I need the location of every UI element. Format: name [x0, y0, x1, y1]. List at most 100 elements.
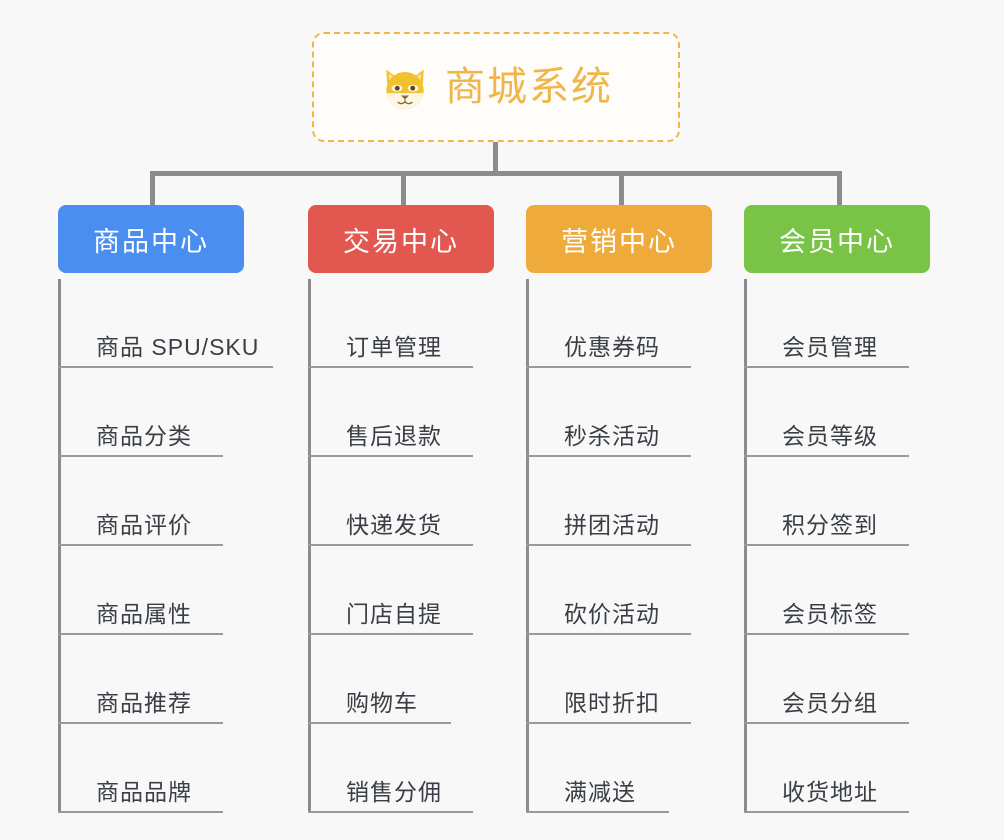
leaf-item[interactable]: 商品 SPU/SKU: [58, 279, 273, 368]
branch-column-2: 交易中心 订单管理 售后退款 快递发货 门店自提 购物车: [308, 205, 494, 813]
leaf-label: 会员管理: [782, 334, 878, 360]
leaf-label: 商品分类: [96, 423, 192, 449]
leaf-label: 限时折扣: [564, 690, 660, 716]
leaf-rule: [526, 455, 691, 457]
connector-drop-4: [837, 171, 842, 205]
branch-column-3: 营销中心 优惠券码 秒杀活动 拼团活动 砍价活动 限时折扣: [526, 205, 712, 813]
leaf-item[interactable]: 会员分组: [744, 635, 930, 724]
leaf-rule: [526, 366, 691, 368]
branch-items-2: 订单管理 售后退款 快递发货 门店自提 购物车 销售分佣: [308, 279, 494, 813]
branch-items-4: 会员管理 会员等级 积分签到 会员标签 会员分组 收货地址: [744, 279, 930, 813]
leaf-rule: [744, 633, 909, 635]
leaf-label: 商品属性: [96, 601, 192, 627]
leaf-label: 订单管理: [346, 334, 442, 360]
leaf-label: 售后退款: [346, 423, 442, 449]
leaf-item[interactable]: 积分签到: [744, 457, 930, 546]
leaf-rule: [58, 722, 223, 724]
leaf-item[interactable]: 商品推荐: [58, 635, 244, 724]
leaf-rule: [58, 544, 223, 546]
branch-header-2[interactable]: 交易中心: [308, 205, 494, 273]
leaf-label: 快递发货: [346, 512, 442, 538]
branch-header-4-label: 会员中心: [779, 226, 895, 257]
leaf-item[interactable]: 销售分佣: [308, 724, 494, 813]
leaf-rule: [58, 811, 223, 813]
branch-header-1-label: 商品中心: [93, 226, 209, 257]
leaf-item[interactable]: 订单管理: [308, 279, 494, 368]
leaf-rule: [58, 455, 223, 457]
leaf-rule: [308, 722, 451, 724]
root-title: 商城系统: [445, 65, 613, 109]
leaf-label: 拼团活动: [564, 512, 660, 538]
leaf-item[interactable]: 会员管理: [744, 279, 930, 368]
leaf-rule: [308, 544, 473, 546]
leaf-label: 优惠券码: [564, 334, 660, 360]
leaf-label: 商品 SPU/SKU: [96, 334, 260, 360]
branch-trunk-3: [526, 279, 529, 813]
leaf-rule: [308, 366, 473, 368]
leaf-item[interactable]: 售后退款: [308, 368, 494, 457]
leaf-item[interactable]: 满减送: [526, 724, 712, 813]
leaf-item[interactable]: 会员标签: [744, 546, 930, 635]
leaf-rule: [744, 811, 909, 813]
leaf-label: 销售分佣: [346, 779, 442, 805]
leaf-item[interactable]: 限时折扣: [526, 635, 712, 724]
branch-header-4[interactable]: 会员中心: [744, 205, 930, 273]
root-node[interactable]: 商城系统: [312, 32, 680, 142]
leaf-label: 砍价活动: [564, 601, 660, 627]
leaf-rule: [526, 544, 691, 546]
leaf-rule: [308, 811, 473, 813]
leaf-label: 购物车: [346, 690, 418, 716]
leaf-rule: [744, 722, 909, 724]
leaf-rule: [308, 455, 473, 457]
branch-column-1: 商品中心 商品 SPU/SKU 商品分类 商品评价 商品属性 商品推荐: [58, 205, 273, 813]
leaf-rule: [308, 633, 473, 635]
branch-header-2-label: 交易中心: [343, 226, 459, 257]
leaf-label: 会员分组: [782, 690, 878, 716]
leaf-item[interactable]: 会员等级: [744, 368, 930, 457]
leaf-label: 会员等级: [782, 423, 878, 449]
leaf-item[interactable]: 商品品牌: [58, 724, 244, 813]
leaf-item[interactable]: 商品分类: [58, 368, 244, 457]
branch-trunk-4: [744, 279, 747, 813]
leaf-item[interactable]: 优惠券码: [526, 279, 712, 368]
branch-header-3[interactable]: 营销中心: [526, 205, 712, 273]
leaf-label: 会员标签: [782, 601, 878, 627]
leaf-label: 门店自提: [346, 601, 442, 627]
leaf-rule: [526, 811, 669, 813]
leaf-rule: [744, 455, 909, 457]
branch-column-4: 会员中心 会员管理 会员等级 积分签到 会员标签 会员分组: [744, 205, 930, 813]
connector-horizontal-bus: [150, 171, 842, 176]
branch-trunk-2: [308, 279, 311, 813]
leaf-label: 满减送: [564, 779, 636, 805]
leaf-item[interactable]: 收货地址: [744, 724, 930, 813]
leaf-item[interactable]: 快递发货: [308, 457, 494, 546]
branch-items-3: 优惠券码 秒杀活动 拼团活动 砍价活动 限时折扣 满减送: [526, 279, 712, 813]
shiba-dog-icon: [379, 63, 431, 115]
branch-header-1[interactable]: 商品中心: [58, 205, 244, 273]
connector-root-stem: [493, 142, 498, 174]
leaf-item[interactable]: 商品属性: [58, 546, 244, 635]
branch-trunk-1: [58, 279, 61, 813]
leaf-item[interactable]: 拼团活动: [526, 457, 712, 546]
leaf-label: 积分签到: [782, 512, 878, 538]
leaf-label: 商品评价: [96, 512, 192, 538]
leaf-rule: [744, 544, 909, 546]
leaf-label: 收货地址: [782, 779, 878, 805]
leaf-item[interactable]: 商品评价: [58, 457, 244, 546]
leaf-rule: [58, 366, 273, 368]
leaf-rule: [526, 722, 691, 724]
connector-drop-2: [401, 171, 406, 205]
leaf-rule: [526, 633, 691, 635]
leaf-item[interactable]: 砍价活动: [526, 546, 712, 635]
leaf-item[interactable]: 购物车: [308, 635, 494, 724]
leaf-rule: [58, 633, 223, 635]
connector-drop-3: [619, 171, 624, 205]
leaf-label: 商品推荐: [96, 690, 192, 716]
connector-drop-1: [150, 171, 155, 205]
leaf-label: 秒杀活动: [564, 423, 660, 449]
branch-header-3-label: 营销中心: [561, 226, 677, 257]
leaf-item[interactable]: 秒杀活动: [526, 368, 712, 457]
leaf-item[interactable]: 门店自提: [308, 546, 494, 635]
leaf-rule: [744, 366, 909, 368]
